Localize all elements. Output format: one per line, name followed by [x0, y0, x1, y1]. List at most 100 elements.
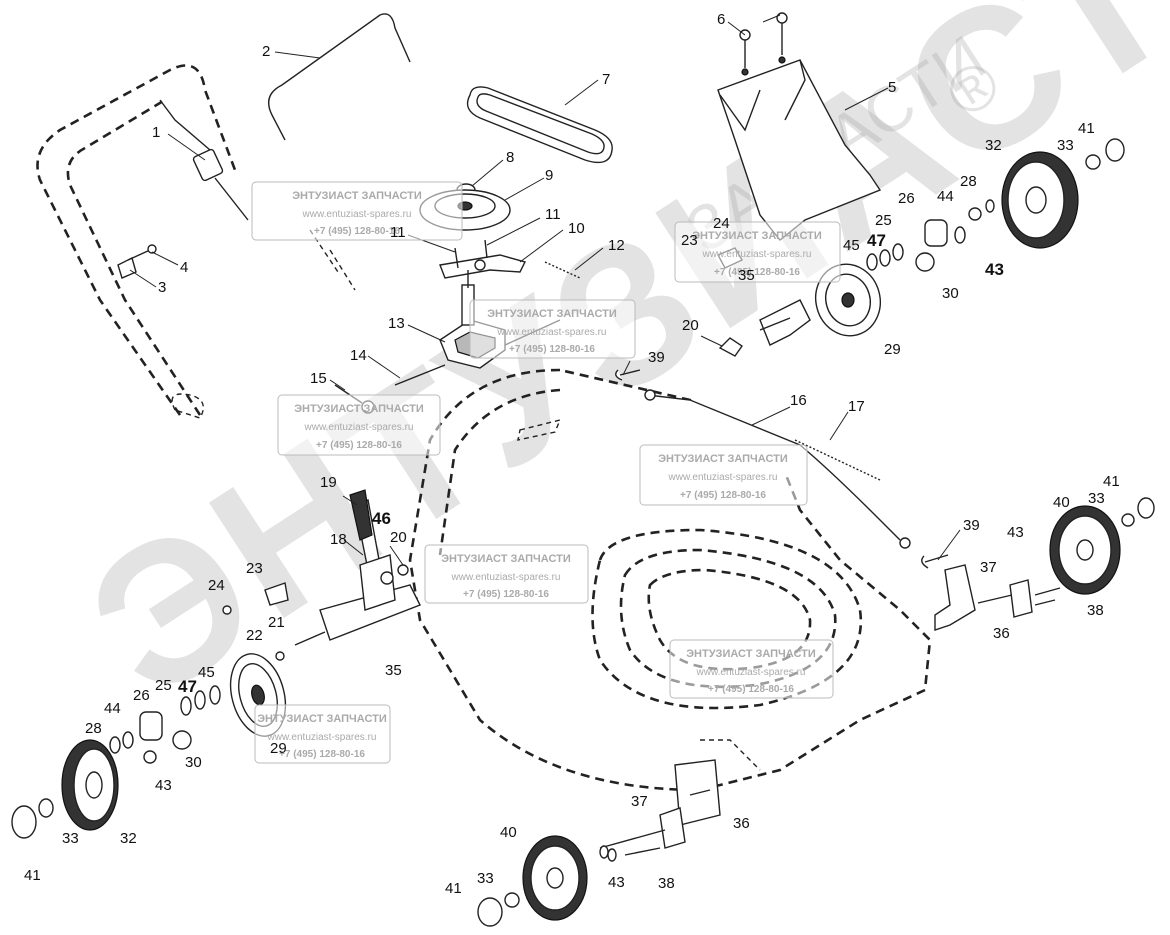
part-40-right-front-wheel — [1049, 505, 1121, 595]
callout-18: 18 — [330, 531, 347, 548]
callout-19: 19 — [320, 474, 337, 491]
part-right-gear-set — [866, 199, 995, 272]
callout-43c: 43 — [1007, 524, 1024, 541]
callout-6: 6 — [717, 11, 725, 28]
stamp-4: ЭНТУЗИАСТ ЗАПЧАСТИ www.entuziast-spares.… — [674, 221, 841, 283]
stamp-line2: www.entuziast-spares.ru — [497, 327, 607, 338]
callout-24b: 24 — [713, 215, 730, 232]
part-1-cable-control — [159, 99, 249, 221]
callout-45b: 45 — [843, 237, 860, 254]
callout-22: 22 — [246, 627, 263, 644]
stamp-2: ЭНТУЗИАСТ ЗАПЧАСТИ www.entuziast-spares.… — [469, 299, 636, 359]
part-25-47-45-26-44-28-left-gear-set — [109, 685, 221, 764]
stamp-line1: ЭНТУЗИАСТ ЗАПЧАСТИ — [292, 190, 422, 202]
callout-41d: 41 — [445, 880, 462, 897]
callout-8: 8 — [506, 149, 514, 166]
stamp-line2: www.entuziast-spares.ru — [668, 472, 778, 483]
callout-39a: 39 — [648, 349, 665, 366]
callout-11b: 11 — [545, 206, 561, 223]
stamp-1: ЭНТУЗИАСТ ЗАПЧАСТИ www.entuziast-spares.… — [251, 181, 463, 241]
callout-41a: 41 — [1078, 120, 1095, 137]
part-16-rod-eye — [644, 389, 656, 401]
callout-29a: 29 — [270, 740, 287, 757]
callout-7: 7 — [602, 71, 610, 88]
callout-4: 4 — [180, 259, 188, 276]
callout-13: 13 — [388, 315, 405, 332]
callout-3: 3 — [158, 279, 166, 296]
callout-5: 5 — [888, 79, 896, 96]
callout-40b: 40 — [500, 824, 517, 841]
callout-47b: 47 — [867, 231, 886, 250]
callout-15: 15 — [310, 370, 327, 387]
callout-45a: 45 — [198, 664, 215, 681]
stamp-8: ЭНТУЗИАСТ ЗАПЧАСТИ www.entuziast-spares.… — [254, 704, 391, 764]
callout-28a: 28 — [85, 720, 102, 737]
callout-37b: 37 — [631, 793, 648, 810]
callout-43d: 43 — [608, 874, 625, 891]
stamp-line3: +7 (495) 128-80-16 — [279, 749, 365, 760]
stamp-line1: ЭНТУЗИАСТ ЗАПЧАСТИ — [294, 403, 424, 415]
callout-33c: 33 — [1088, 490, 1105, 507]
callout-11a: 11 — [390, 224, 406, 241]
stamp-line3: +7 (495) 128-80-16 — [316, 440, 402, 451]
stamp-line2: www.entuziast-spares.ru — [451, 572, 561, 583]
part-33-41-right-front-hubcap — [1121, 497, 1155, 527]
stamp-line2: www.entuziast-spares.ru — [304, 422, 414, 433]
callout-33b: 33 — [1057, 137, 1074, 154]
callout-32b: 32 — [985, 137, 1002, 154]
callout-26b: 26 — [898, 190, 915, 207]
callout-29b: 29 — [884, 341, 901, 358]
stamp-line1: ЭНТУЗИАСТ ЗАПЧАСТИ — [686, 648, 816, 660]
stamp-line1: ЭНТУЗИАСТ ЗАПЧАСТИ — [487, 308, 617, 320]
stamp-line2: www.entuziast-spares.ru — [302, 209, 412, 220]
callout-9: 9 — [545, 167, 553, 184]
stamp-3: ЭНТУЗИАСТ ЗАПЧАСТИ www.entuziast-spares.… — [277, 394, 441, 456]
callout-38a: 38 — [1087, 602, 1104, 619]
part-33-41-bottom-hubcap — [477, 892, 520, 927]
callout-33d: 33 — [477, 870, 494, 887]
stamp-line3: +7 (495) 128-80-16 — [708, 684, 794, 695]
part-21-24-left-fasteners — [222, 582, 326, 661]
callout-25a: 25 — [155, 677, 172, 694]
callout-16: 16 — [790, 392, 807, 409]
callout-35b: 35 — [738, 267, 755, 284]
callout-30b: 30 — [942, 285, 959, 302]
stamp-line2: www.entuziast-spares.ru — [696, 667, 806, 678]
callout-47a: 47 — [178, 677, 197, 696]
part-43-bottom-pins — [599, 845, 617, 862]
stamp-line1: ЭНТУЗИАСТ ЗАПЧАСТИ — [441, 553, 571, 565]
part-2-bail-wire — [268, 13, 411, 141]
callout-30a: 30 — [185, 754, 202, 771]
callout-36a: 36 — [993, 625, 1010, 642]
callout-35a: 35 — [385, 662, 402, 679]
stamp-line1: ЭНТУЗИАСТ ЗАПЧАСТИ — [692, 230, 822, 242]
callout-37a: 37 — [980, 559, 997, 576]
stamp-line3: +7 (495) 128-80-16 — [714, 267, 800, 278]
part-18-19-height-lever — [319, 489, 421, 641]
callout-20a: 20 — [390, 529, 407, 546]
part-14-axle — [394, 364, 446, 386]
callout-41b: 41 — [1103, 473, 1120, 490]
callout-12: 12 — [608, 237, 625, 254]
part-33-41-right-top-hubcap — [1085, 138, 1125, 170]
callout-28b: 28 — [960, 173, 977, 190]
part-32-right-wheel — [1001, 151, 1079, 249]
callout-20b: 20 — [682, 317, 699, 334]
callout-39b: 39 — [963, 517, 980, 534]
stamp-line3: +7 (495) 128-80-16 — [463, 589, 549, 600]
callout-10: 10 — [568, 220, 585, 237]
part-33-41-left-hubcap — [11, 798, 54, 839]
callout-38b: 38 — [658, 875, 675, 892]
callout-44b: 44 — [937, 188, 954, 205]
stamp-line1: ЭНТУЗИАСТ ЗАПЧАСТИ — [658, 453, 788, 465]
callout-14: 14 — [350, 347, 367, 364]
callout-1: 1 — [152, 124, 160, 141]
callout-21: 21 — [268, 614, 285, 631]
stamp-line3: +7 (495) 128-80-16 — [314, 226, 400, 237]
callout-24a: 24 — [208, 577, 225, 594]
part-40-bottom-wheel — [522, 835, 588, 921]
callout-2: 2 — [262, 43, 270, 60]
callout-23b: 23 — [681, 232, 698, 249]
stamp-line3: +7 (495) 128-80-16 — [509, 344, 595, 355]
